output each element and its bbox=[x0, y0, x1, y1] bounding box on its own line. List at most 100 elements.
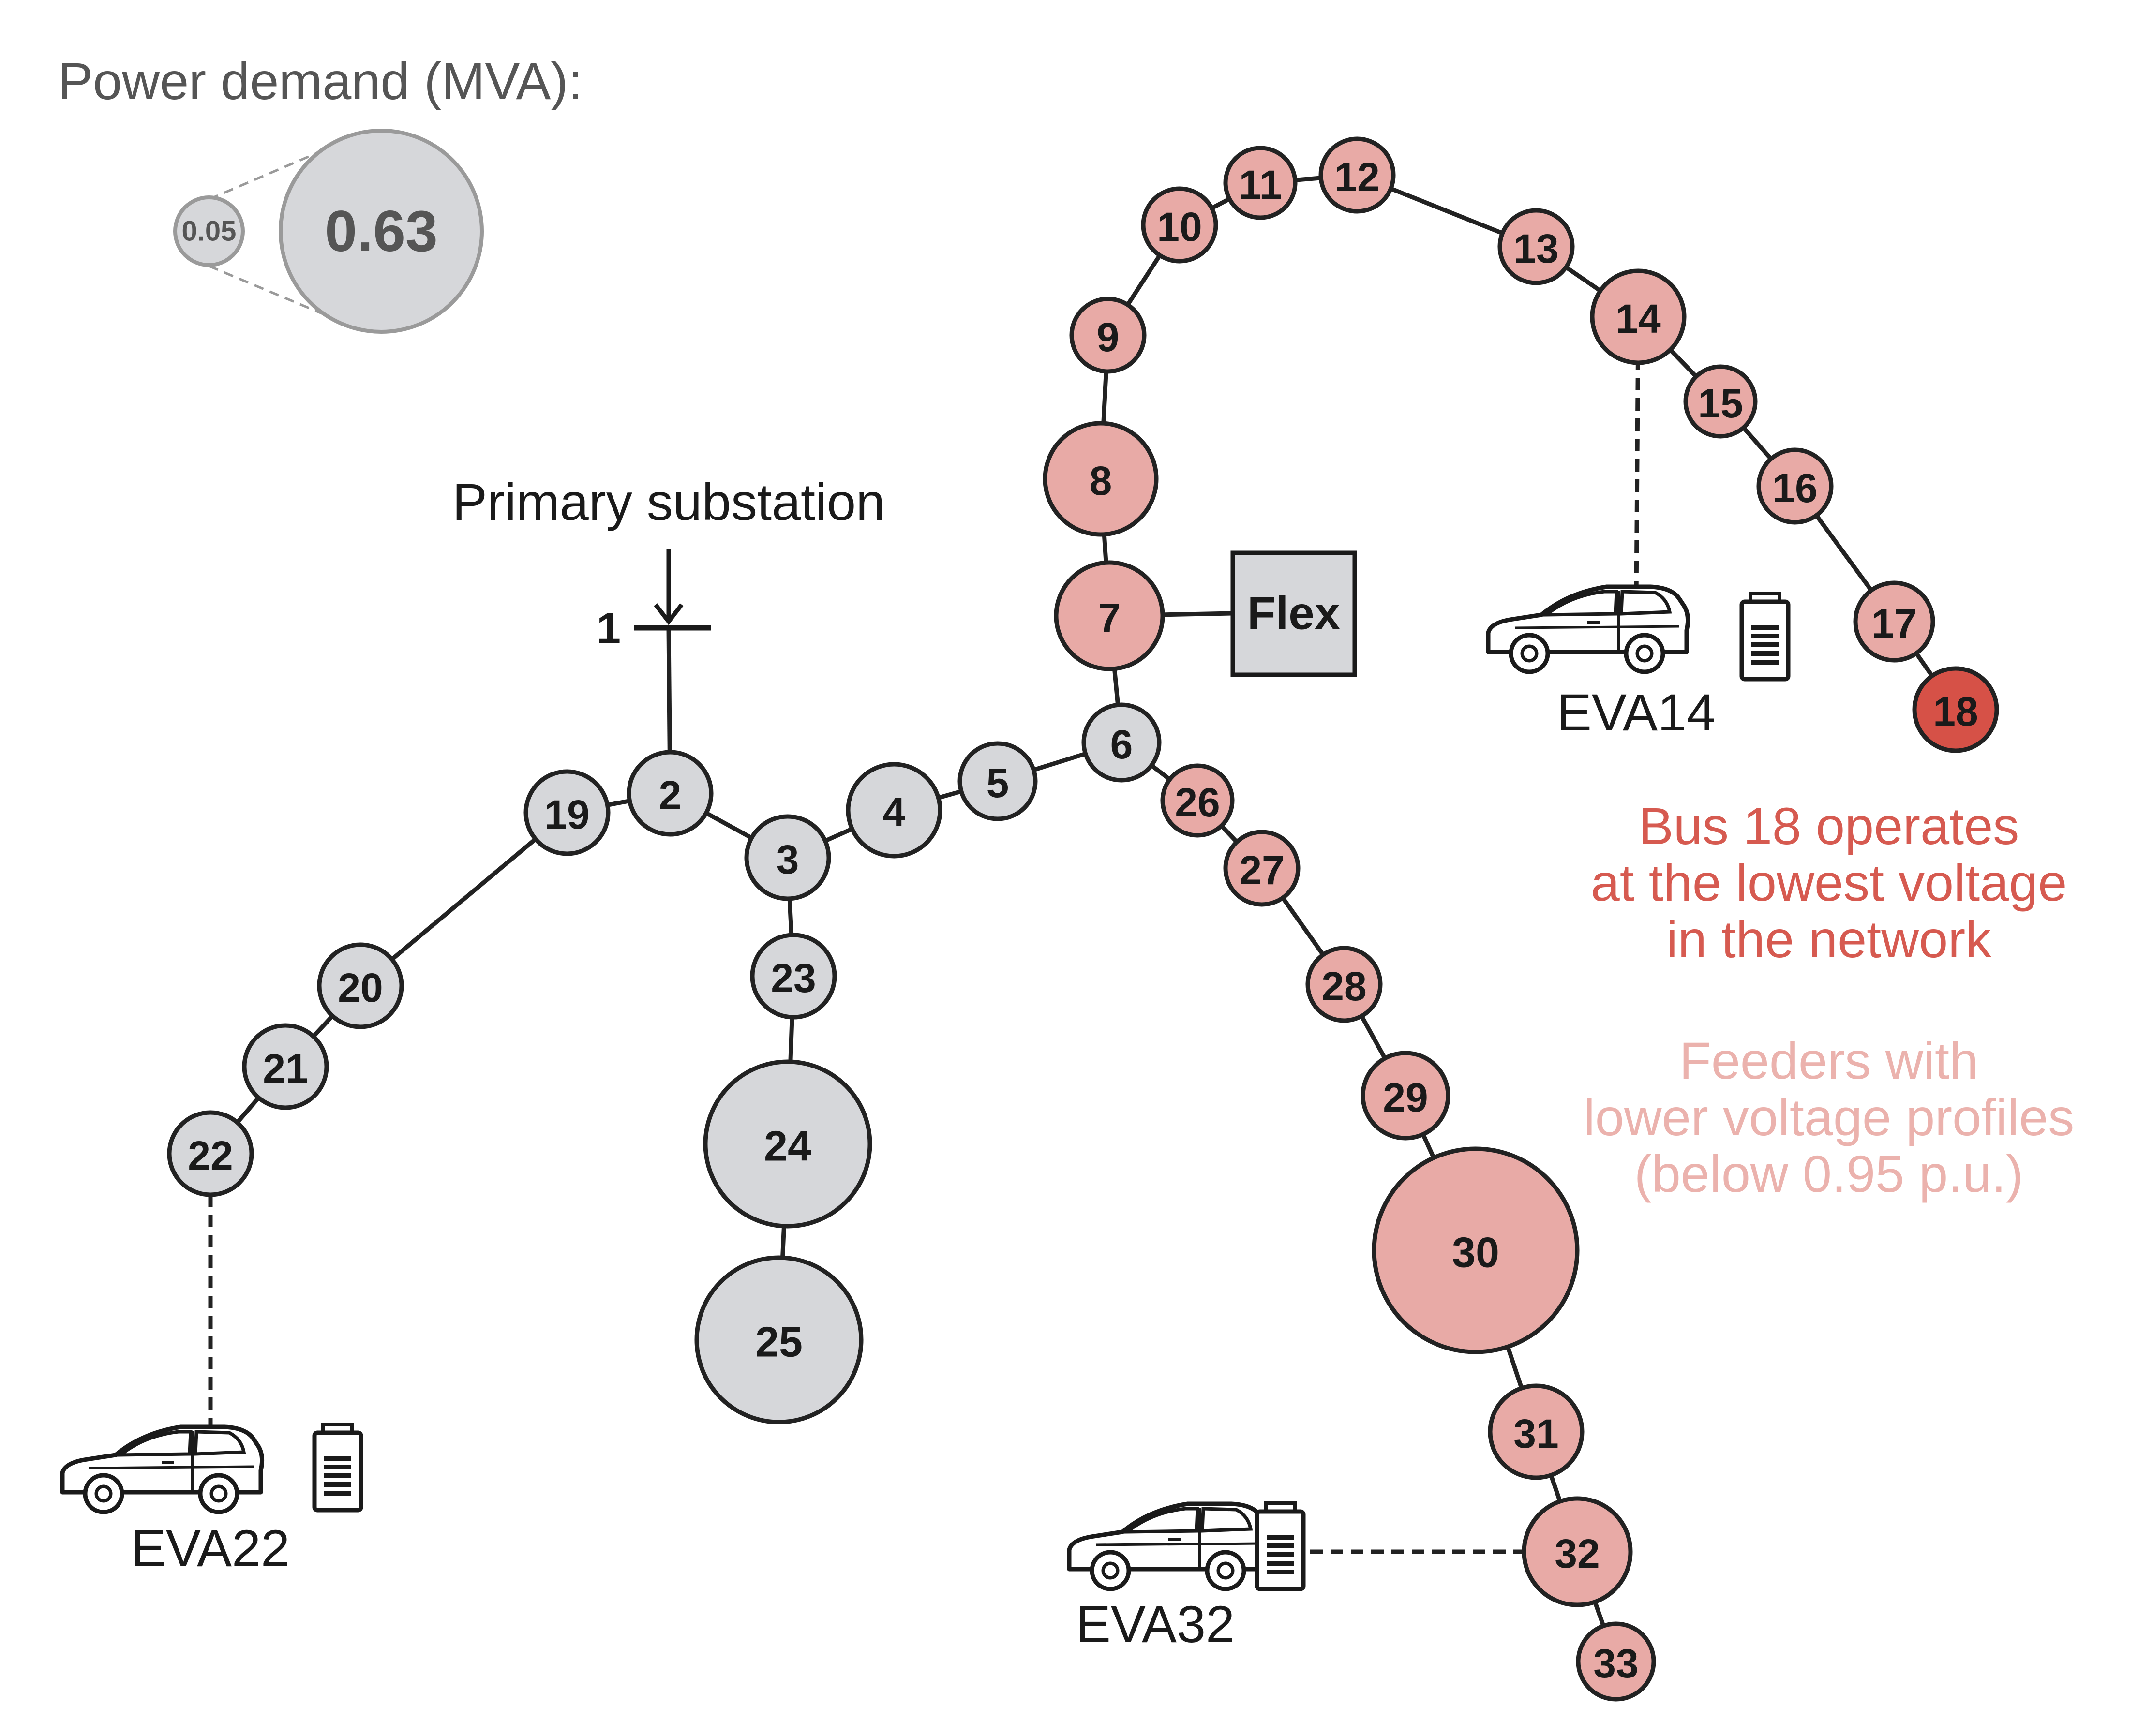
bus-15: 15 bbox=[1683, 364, 1758, 439]
lowest-annotation-line-2: at the lowest voltage bbox=[1591, 853, 2067, 912]
bus-label: 2 bbox=[659, 772, 682, 818]
legend-small-circle bbox=[173, 195, 245, 267]
bus-32: 32 bbox=[1522, 1496, 1633, 1607]
battery-icon bbox=[314, 1424, 361, 1510]
legend-connector-top bbox=[209, 148, 325, 201]
bus-circle bbox=[703, 1059, 872, 1229]
bus-circle bbox=[1054, 560, 1165, 671]
bus-label: 4 bbox=[883, 789, 906, 835]
bus-22: 22 bbox=[167, 1110, 254, 1197]
bus-label: 31 bbox=[1513, 1411, 1558, 1456]
bus-4: 4 bbox=[846, 762, 942, 859]
bus-circle bbox=[744, 814, 831, 901]
eva22-label: EVA22 bbox=[131, 1519, 290, 1577]
bus-27: 27 bbox=[1223, 830, 1301, 907]
bus-circle bbox=[317, 942, 404, 1029]
bus-label: 13 bbox=[1513, 226, 1558, 271]
car-icon bbox=[1488, 587, 1688, 672]
bus-label: 15 bbox=[1698, 381, 1743, 426]
bus-circle bbox=[1683, 364, 1758, 439]
legend-large-value: 0.63 bbox=[325, 199, 438, 264]
bus-circle bbox=[167, 1110, 254, 1197]
bus-circle bbox=[1043, 421, 1159, 537]
bus-circle bbox=[1372, 1146, 1580, 1354]
bus-circle bbox=[242, 1023, 329, 1110]
bus-label: 27 bbox=[1239, 847, 1284, 893]
bus-19: 19 bbox=[523, 769, 611, 856]
bus-circle bbox=[1141, 186, 1218, 264]
bus-28: 28 bbox=[1305, 946, 1383, 1023]
lowest-voltage-annotation: Bus 18 operates at the lowest voltage in… bbox=[1591, 797, 2067, 968]
bus-label: 7 bbox=[1098, 595, 1121, 640]
bus-circle bbox=[846, 762, 942, 859]
bus-10: 10 bbox=[1141, 186, 1218, 264]
battery-icon bbox=[1742, 594, 1788, 679]
bus-label: 11 bbox=[1239, 162, 1282, 208]
bus-circle bbox=[523, 769, 611, 856]
bus-label: 22 bbox=[188, 1133, 233, 1178]
bus-label: 20 bbox=[338, 965, 383, 1010]
car-icon bbox=[1069, 1504, 1269, 1589]
feeder-annotation: Feeders with lower voltage profiles (bel… bbox=[1584, 1031, 2075, 1203]
bus-label: 26 bbox=[1175, 780, 1220, 825]
bus-label: 21 bbox=[263, 1046, 308, 1091]
bus-18: 18 bbox=[1912, 666, 1999, 753]
bus-circle bbox=[1081, 702, 1162, 783]
bus-25: 25 bbox=[694, 1255, 864, 1424]
feeder-annotation-line-3: (below 0.95 p.u.) bbox=[1634, 1144, 2023, 1203]
bus-17: 17 bbox=[1853, 580, 1935, 663]
lowest-annotation-line-1: Bus 18 operates bbox=[1639, 797, 2019, 855]
bus-label: 23 bbox=[771, 955, 816, 1001]
bus-23: 23 bbox=[750, 933, 837, 1020]
bus-label: 30 bbox=[1452, 1229, 1499, 1276]
bus-label: 16 bbox=[1772, 465, 1817, 511]
bus-circle bbox=[1305, 946, 1383, 1023]
bus-label: 10 bbox=[1157, 204, 1202, 250]
bus-label: 25 bbox=[755, 1318, 803, 1366]
bus-circle bbox=[1488, 1383, 1585, 1480]
bus-label: 14 bbox=[1615, 296, 1661, 341]
bus-30: 30 bbox=[1372, 1146, 1580, 1354]
bus-circle bbox=[1318, 136, 1396, 214]
car-icon bbox=[62, 1427, 262, 1512]
bus-6: 6 bbox=[1081, 702, 1162, 783]
primary-substation: Primary substation 1 bbox=[452, 473, 885, 653]
ev-aggregator-eva32: EVA32 bbox=[1069, 1503, 1303, 1653]
bus-3: 3 bbox=[744, 814, 831, 901]
legend-connector-bottom bbox=[209, 265, 325, 316]
bus-8: 8 bbox=[1043, 421, 1159, 537]
eva32-label: EVA32 bbox=[1076, 1595, 1235, 1653]
bus-circle bbox=[1223, 830, 1301, 907]
ev-aggregator-eva14: EVA14 bbox=[1488, 587, 1788, 742]
flex-label: Flex bbox=[1247, 588, 1340, 639]
bus-label: 8 bbox=[1090, 458, 1112, 504]
bus-circle bbox=[1497, 208, 1575, 285]
bus-label: 28 bbox=[1321, 964, 1366, 1009]
bus-7: 7 bbox=[1054, 560, 1165, 671]
substation-label: Primary substation bbox=[452, 473, 885, 531]
bus-16: 16 bbox=[1756, 447, 1834, 525]
line-19-20 bbox=[359, 811, 568, 988]
bus-circle bbox=[1756, 447, 1834, 525]
bus-label: 18 bbox=[1933, 689, 1978, 734]
legend-large-circle bbox=[279, 129, 484, 334]
bus-33: 33 bbox=[1576, 1621, 1656, 1702]
bus-label: 24 bbox=[764, 1122, 811, 1170]
bus-label: 32 bbox=[1555, 1531, 1600, 1576]
bus-circle bbox=[1361, 1051, 1450, 1141]
bus-label: 5 bbox=[987, 760, 1009, 806]
bus-29: 29 bbox=[1361, 1051, 1450, 1141]
flex-unit: Flex bbox=[1230, 550, 1357, 677]
bus-circle bbox=[1069, 297, 1147, 374]
bus-5: 5 bbox=[957, 741, 1038, 821]
lowest-annotation-line-3: in the network bbox=[1666, 910, 1992, 968]
bus-label: 3 bbox=[777, 837, 799, 882]
bus-21: 21 bbox=[242, 1023, 329, 1110]
bus-31: 31 bbox=[1488, 1383, 1585, 1480]
legend-small-value: 0.05 bbox=[182, 216, 237, 247]
legend-title: Power demand (MVA): bbox=[58, 52, 583, 110]
bus-circle bbox=[1576, 1621, 1656, 1702]
bus-circle bbox=[750, 933, 837, 1020]
